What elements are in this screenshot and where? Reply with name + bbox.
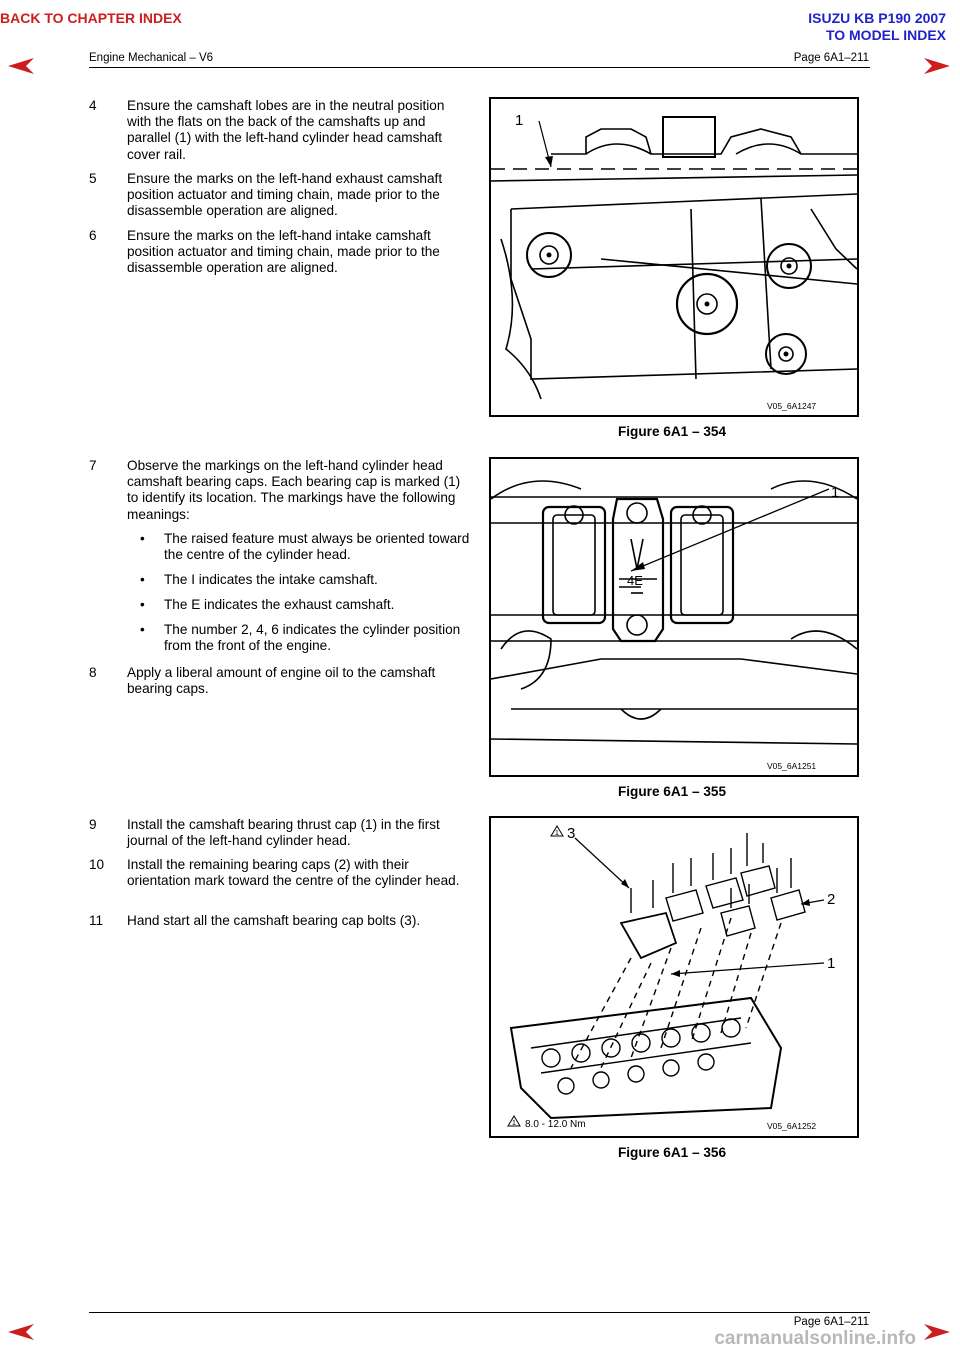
step-text: Install the camshaft bearing thrust cap … — [127, 817, 440, 849]
previous-page-arrow-icon[interactable] — [6, 56, 36, 76]
step-number: 6 — [89, 228, 97, 243]
step-5: 5 Ensure the marks on the left-hand exha… — [89, 171, 469, 220]
step-9: 9 Install the camshaft bearing thrust ca… — [89, 817, 469, 849]
figure-355-callout-1: 1 — [831, 484, 839, 501]
back-to-chapter-index-link[interactable]: BACK TO CHAPTER INDEX — [0, 10, 182, 26]
step-text: Apply a liberal amount of engine oil to … — [127, 665, 436, 697]
step-8: 8 Apply a liberal amount of engine oil t… — [89, 665, 469, 697]
step-text: Ensure the marks on the left-hand exhaus… — [127, 171, 443, 219]
figure-355-caption: Figure 6A1 – 355 — [617, 784, 727, 799]
header-rule — [89, 67, 870, 68]
figure-354-caption: Figure 6A1 – 354 — [617, 424, 727, 439]
footer-next-arrow-icon[interactable] — [922, 1322, 952, 1342]
figure-356-caption: Figure 6A1 – 356 — [617, 1145, 727, 1160]
footer-rule — [89, 1312, 870, 1313]
figure-356-torque-spec: 8.0 - 12.0 Nm — [525, 1119, 586, 1130]
bullet-dot: • — [140, 597, 145, 612]
step-number: 11 — [89, 913, 104, 928]
step-4: 4 Ensure the camshaft lobes are in the n… — [89, 98, 469, 163]
header-section-title: Engine Mechanical – V6 — [89, 52, 214, 64]
figure-354-code: V05_6A1247 — [767, 401, 816, 411]
step-7: 7 Observe the markings on the left-hand … — [89, 458, 469, 523]
figure-356-code: V05_6A1252 — [767, 1121, 816, 1131]
model-index-line1: ISUZU KB P190 2007 — [808, 10, 946, 26]
step-number: 5 — [89, 171, 97, 186]
watermark: carmanualsonline.info — [714, 1328, 916, 1349]
figure-356-callout-2: 2 — [827, 891, 835, 908]
step-text: Observe the markings on the left-hand cy… — [127, 458, 461, 522]
step-number: 9 — [89, 817, 97, 832]
bullet-item: • The number 2, 4, 6 indicates the cylin… — [140, 622, 470, 654]
bullet-text: The raised feature must always be orient… — [164, 531, 470, 563]
figure-356-callout-3: 3 — [567, 825, 575, 842]
bullet-dot: • — [140, 622, 145, 637]
next-page-arrow-icon[interactable] — [922, 56, 952, 76]
step-number: 10 — [89, 857, 105, 872]
header-page-number: Page 6A1–211 — [793, 52, 869, 64]
bullet-text: The I indicates the intake camshaft. — [164, 572, 378, 587]
figure-356-image: 1 3 2 1 1 8.0 - 12.0 Nm V05_6A1252 — [489, 816, 859, 1138]
step-text: Install the remaining bearing caps (2) w… — [127, 857, 460, 889]
figure-356-callout-1: 1 — [827, 955, 835, 972]
step-number: 7 — [89, 458, 97, 473]
step-text: Hand start all the camshaft bearing cap … — [127, 913, 421, 928]
model-index-line2: TO MODEL INDEX — [825, 27, 946, 43]
step-10: 10 Install the remaining bearing caps (2… — [89, 857, 469, 889]
bullet-dot: • — [140, 572, 145, 587]
footer-page-number: Page 6A1–211 — [793, 1316, 869, 1328]
bullet-text: The number 2, 4, 6 indicates the cylinde… — [164, 622, 461, 654]
figure-354-callout-1: 1 — [515, 112, 523, 129]
bullet-text: The E indicates the exhaust camshaft. — [164, 597, 395, 612]
figure-354-image: 1 V05_6A1247 — [489, 97, 859, 417]
bullet-dot: • — [140, 531, 145, 546]
figure-355-cap-mark: 4E — [627, 573, 643, 588]
bullet-item: • The raised feature must always be orie… — [140, 531, 470, 563]
step-number: 8 — [89, 665, 97, 680]
bullet-item: • The E indicates the exhaust camshaft. — [140, 597, 470, 613]
figure-356-note-ref-icon: 1 — [555, 830, 559, 837]
step-text: Ensure the marks on the left-hand intake… — [127, 228, 440, 276]
footer-previous-arrow-icon[interactable] — [6, 1322, 36, 1342]
figure-355-image: 1 4E V05_6A1251 — [489, 457, 859, 777]
bullet-item: • The I indicates the intake camshaft. — [140, 572, 470, 588]
model-index-link[interactable]: ISUZU KB P190 2007 TO MODEL INDEX — [646, 10, 946, 44]
figure-356-torque-ref: 1 — [512, 1120, 516, 1127]
step-6: 6 Ensure the marks on the left-hand inta… — [89, 228, 469, 277]
step-number: 4 — [89, 98, 97, 113]
step-11: 11 Hand start all the camshaft bearing c… — [89, 913, 469, 929]
step-text: Ensure the camshaft lobes are in the neu… — [127, 98, 445, 162]
figure-355-code: V05_6A1251 — [767, 761, 816, 771]
